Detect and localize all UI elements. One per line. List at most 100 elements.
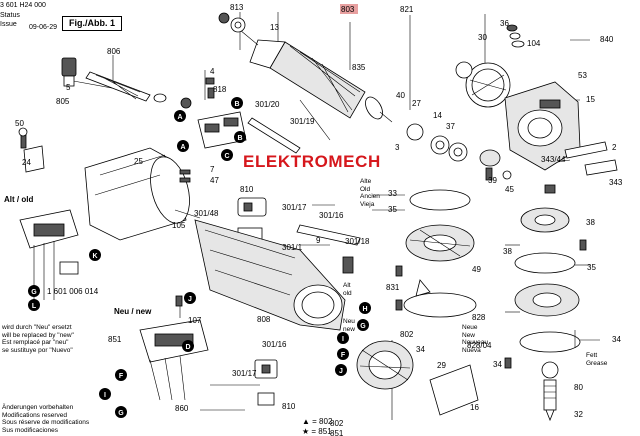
circle-letter-L: L [32,303,37,310]
part-label: 860 [175,404,189,413]
part-label: 107 [188,316,202,325]
cover-plate-part [455,61,511,108]
part-label: 80 [574,383,583,392]
circle-letter-I2: I [104,392,106,399]
brush-set-part [254,359,278,406]
part-label: 810 [282,402,296,411]
replacement-note: wird durch "Neu" ersetzt will be replace… [2,324,74,354]
legend-row-2: ★ = 851 [302,427,332,436]
part-label: 34 [493,360,502,369]
part-label: 32 [574,410,583,419]
circle-letter-F2: F [119,373,124,380]
part-label: 835 [352,63,366,72]
part-label: 14 [433,111,442,120]
part-label: 27 [412,99,421,108]
part-label: 35 [388,205,397,214]
circle-letter-I: I [342,336,344,343]
circle-letter-markers: A B A C B K G L J H G I F J D F I G [28,97,371,418]
neu-new-label-2: Neu new [343,318,355,333]
part-label: 808 [257,315,271,324]
circle-letter-K: K [92,253,97,260]
part-label: 828/04 [467,341,492,350]
part-label: 40 [396,91,405,100]
circle-letter-B2: B [237,135,242,142]
part-label: 4 [210,67,215,76]
old-switch-part [19,209,79,300]
part-label: 343/44 [541,155,566,164]
neu-new-label: Neu / new [114,307,152,316]
circle-letter-A: A [177,114,182,121]
part-label: 343 [609,178,623,187]
circle-letter-C: C [224,153,229,160]
part-label: 831 [386,283,400,292]
part-label: 49 [472,265,481,274]
part-label: 818 [213,85,227,94]
part-label: 301/18 [345,237,370,246]
part-label: 53 [578,71,587,80]
grease-label: Fett Grease [586,352,608,367]
circle-letter-G3: G [118,410,124,417]
part-label: 37 [446,122,455,131]
circle-letter-D: D [185,344,190,351]
part-label: 38 [503,247,512,256]
part-label: 802 [330,419,344,428]
alt-old-label-3: Alte Old Ancien Vieja [360,178,380,208]
circle-letter-A2: A [180,144,185,151]
circle-letter-G2: G [360,323,366,330]
part-label: 34 [416,345,425,354]
part-label: 851 [108,335,122,344]
part-label: 16 [470,403,479,412]
main-housing-part [194,219,361,331]
circle-letter-H: H [362,306,367,313]
part-label: 806 [107,47,121,56]
part-number-labels: 813 803 821 806 5 805 4 818 13 301/20 30… [15,3,623,436]
field-coil-part [356,340,479,416]
legend-row-1: ▲ = 802 [302,417,333,426]
part-label: 821 [400,5,414,14]
part-label: 29 [437,361,446,370]
part-label: 15 [586,95,595,104]
armature-part [239,29,393,123]
part-label: 810 [240,185,254,194]
bearing-14-part [406,123,468,162]
part-label: 840 [600,35,614,44]
part-label: 47 [210,176,219,185]
part-label: 30 [478,33,487,42]
part-label: 5 [66,83,71,92]
part-label: 38 [586,218,595,227]
part-label: 39 [488,176,497,185]
part-label: 301/1 [282,243,303,252]
part-label: 25 [134,157,143,166]
issue-date: 09-06-29 [29,24,58,31]
part-label: 50 [15,119,24,128]
neu-new-label-3: Neue New Nouveau Nueva [462,324,489,354]
part-label: 2 [612,143,617,152]
brush-holder-part [197,111,301,154]
part-label: 45 [505,185,514,194]
part-label: 36 [500,19,509,28]
circle-letter-F: F [341,352,346,359]
triangle-marker-icon: ▲ [302,417,310,426]
spindle-lock-part [544,141,618,194]
circle-letter-J: J [188,296,192,303]
circle-letter-B: B [234,101,239,108]
flange-parts [403,189,581,353]
pinion-part [479,149,512,181]
part-label: 803 [341,5,355,14]
part-label: 9 [316,236,321,245]
part-label: 813 [230,3,244,12]
circle-letter-G: G [31,289,37,296]
part-label: 851 [330,429,344,436]
spindle-part [541,330,576,422]
part-label: 301/19 [290,117,315,126]
issue-label: Issue [0,21,17,28]
part-label: 805 [56,97,70,106]
part-label: 13 [270,23,279,32]
circle-letter-J2: J [339,368,343,375]
star-marker-icon: ★ [302,427,310,436]
alt-old-label: Alt / old [4,195,34,204]
power-cord-part [61,57,192,109]
part-label: 105 [172,221,186,230]
part-label: 34 [612,335,621,344]
